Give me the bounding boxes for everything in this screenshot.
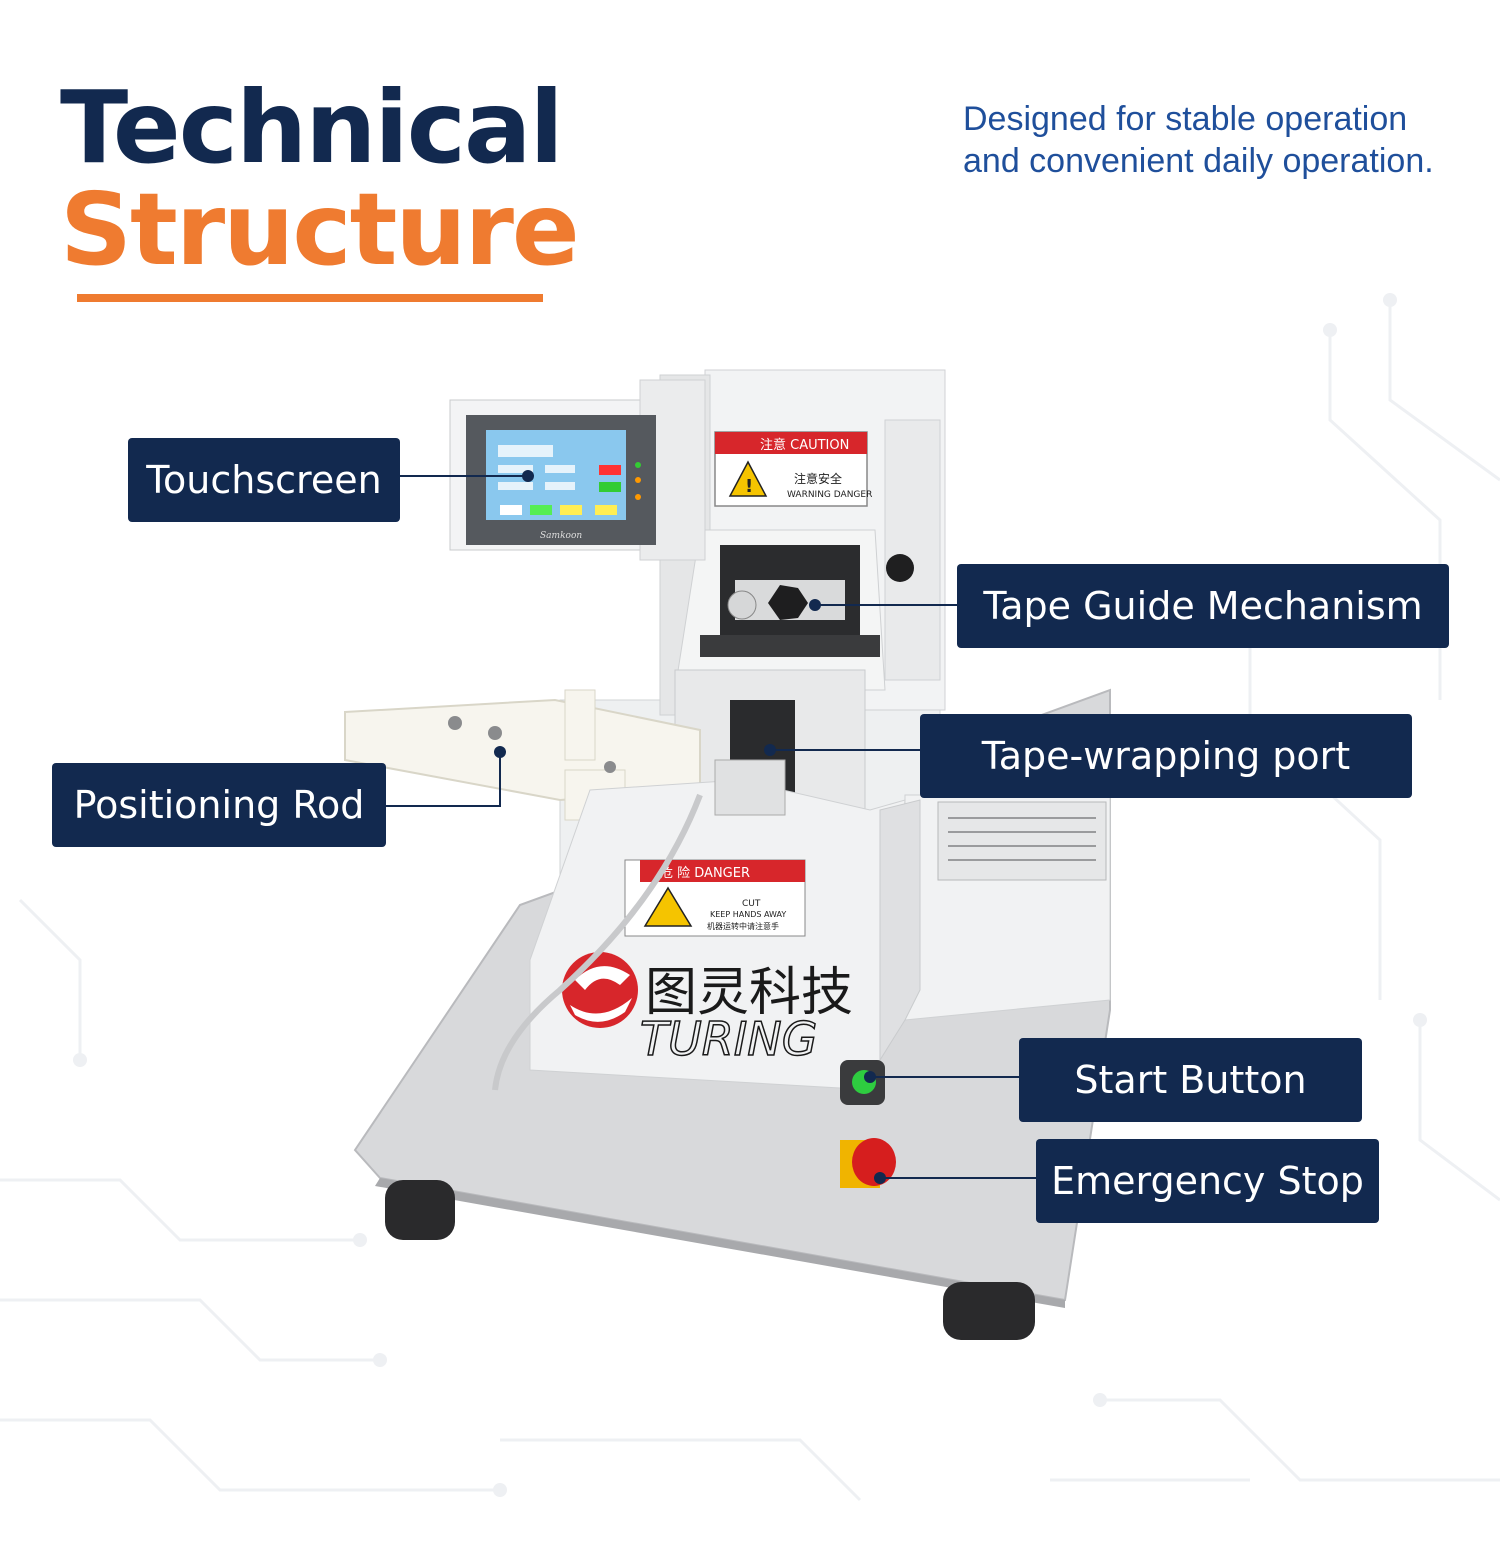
page-title-line2: Structure bbox=[60, 171, 580, 288]
page-title-line1: Technical bbox=[60, 69, 564, 186]
callout-start-button: Start Button bbox=[1019, 1038, 1362, 1122]
danger-text3: 机器运转中请注意手 bbox=[707, 921, 779, 931]
callout-touchscreen-label: Touchscreen bbox=[146, 458, 382, 502]
subtitle-line1: Designed for stable operation bbox=[963, 100, 1408, 138]
subtitle-line2: and convenient daily operation. bbox=[963, 142, 1434, 180]
title-underline bbox=[77, 294, 543, 302]
spec-plate bbox=[937, 801, 1107, 881]
callout-tape-port-label: Tape-wrapping port bbox=[981, 734, 1351, 778]
danger-label-header: 危 险 DANGER bbox=[660, 866, 750, 881]
callout-positioning-rod: Positioning Rod bbox=[52, 763, 386, 847]
callout-tape-guide-label: Tape Guide Mechanism bbox=[983, 584, 1423, 628]
brand-en: TURING bbox=[640, 1012, 817, 1066]
callout-emergency-stop: Emergency Stop bbox=[1036, 1139, 1379, 1223]
caution-label-header: 注意 CAUTION bbox=[760, 437, 849, 453]
turing-logo bbox=[562, 952, 638, 1028]
brand-cn: 图灵科技 bbox=[645, 963, 853, 1023]
callout-start-button-label: Start Button bbox=[1074, 1058, 1307, 1102]
callout-tape-wrapping-port: Tape-wrapping port bbox=[920, 714, 1412, 798]
callout-positioning-rod-label: Positioning Rod bbox=[73, 783, 365, 827]
hmi-brand: Samkoon bbox=[540, 531, 582, 541]
danger-text1: CUT bbox=[742, 899, 761, 909]
subtitle: Designed for stable operation and conven… bbox=[963, 98, 1483, 182]
svg-text:!: ! bbox=[745, 476, 753, 497]
danger-label: 危 险 DANGER CUT KEEP HANDS AWAY 机器运转中请注意手 bbox=[624, 859, 806, 937]
cable bbox=[492, 793, 703, 1091]
caution-text2: WARNING DANGER bbox=[787, 490, 872, 500]
start-button-lamp bbox=[852, 1070, 876, 1094]
foot-left bbox=[385, 1180, 455, 1240]
callout-tape-guide-mechanism: Tape Guide Mechanism bbox=[957, 564, 1449, 648]
tape-guide-knob bbox=[768, 585, 808, 620]
callout-emergency-stop-label: Emergency Stop bbox=[1051, 1159, 1364, 1203]
callout-touchscreen: Touchscreen bbox=[128, 438, 400, 522]
emergency-stop-knob bbox=[852, 1138, 896, 1186]
danger-text2: KEEP HANDS AWAY bbox=[710, 910, 786, 919]
foot-right bbox=[943, 1282, 1035, 1340]
caution-text1: 注意安全 bbox=[794, 471, 842, 486]
